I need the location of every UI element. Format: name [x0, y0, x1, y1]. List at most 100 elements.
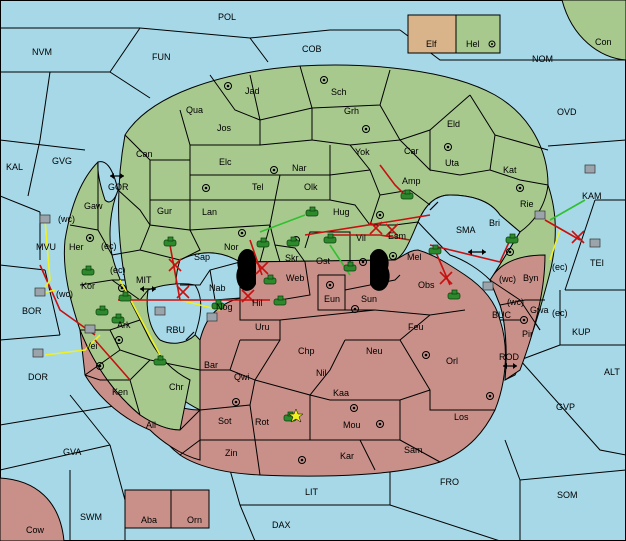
- sea-label-rbu: RBU: [166, 325, 185, 335]
- province-label-grh: Grh: [344, 106, 359, 116]
- province-label-esm: Esm: [388, 231, 406, 241]
- channel-arrow-icon: [140, 286, 144, 292]
- province-label-yok: Yok: [355, 147, 370, 157]
- sea-label-cob: COB: [302, 44, 322, 54]
- army-icon: [327, 233, 334, 239]
- army-icon: [267, 274, 274, 280]
- channel-arrow-icon: [503, 363, 507, 369]
- sea-label-swm: SWM: [80, 512, 102, 522]
- legend-elf-label: Elf: [426, 39, 437, 49]
- move-arrow: [544, 219, 581, 241]
- province-label-nab: Nab: [209, 283, 226, 293]
- supply-center-icon: [120, 286, 124, 290]
- province-label-eld: Eld: [447, 119, 460, 129]
- province-label-olk: Olk: [304, 182, 318, 192]
- landmass-east-red: [489, 254, 546, 382]
- sea-label-pol: POL: [218, 12, 236, 22]
- province-label-skr: Skr: [285, 253, 299, 263]
- fleet-icon[interactable]: [206, 312, 218, 322]
- province-label-kaa: Kaa: [333, 388, 349, 398]
- province-aba[interactable]: [124, 489, 172, 529]
- dislodged-mark: [385, 223, 399, 237]
- province-label-aba: Aba: [141, 515, 157, 525]
- army-icon: [260, 237, 267, 243]
- fleet-icon[interactable]: [534, 210, 546, 220]
- province-label-nil: Nil: [316, 368, 327, 378]
- province-label-neu: Neu: [366, 346, 383, 356]
- coast-label-ec_kor: (ec): [110, 265, 126, 275]
- supply-center-icon: [234, 400, 238, 404]
- sea-label-gva: GVA: [63, 447, 81, 457]
- army-icon: [404, 189, 411, 195]
- province-label-can: Can: [136, 149, 153, 159]
- supply-center-icon: [424, 353, 428, 357]
- army-icon: [122, 291, 129, 297]
- sea-label-gor: GOR: [108, 182, 129, 192]
- province-label-ark: Ark: [117, 320, 131, 330]
- supply-center-icon: [202, 184, 210, 192]
- sea-label-gvp: GVP: [556, 402, 575, 412]
- province-label-gaw: Gaw: [84, 201, 103, 211]
- supply-center-icon: [115, 336, 123, 344]
- province-orn[interactable]: [170, 489, 210, 529]
- province-label-her: Her: [69, 242, 84, 252]
- supply-center-icon: [488, 40, 496, 48]
- province-label-chp: Chp: [298, 346, 315, 356]
- coast-label-wc_gwa: (wc): [507, 297, 524, 307]
- sea-label-bor: BOR: [22, 306, 42, 316]
- legend: Elf Hel: [407, 14, 501, 54]
- sea-label-tei: TEI: [590, 258, 604, 268]
- army-icon: [85, 265, 92, 271]
- province-label-sch: Sch: [331, 87, 347, 97]
- army-icon: [347, 261, 354, 267]
- province-label-jad: Jad: [245, 86, 260, 96]
- supply-center-icon: [522, 318, 526, 322]
- province-label-feu: Feu: [408, 322, 424, 332]
- province-label-mel: Mel: [407, 252, 422, 262]
- fleet-icon[interactable]: [584, 164, 596, 174]
- province-label-sun: Sun: [361, 294, 377, 304]
- province-label-ail: Ail: [146, 420, 156, 430]
- sea-label-ovd: OVD: [557, 107, 577, 117]
- province-label-sot: Sot: [218, 416, 232, 426]
- fleet-icon[interactable]: [589, 238, 601, 248]
- province-label-bar: Bar: [204, 360, 218, 370]
- supply-center-icon: [359, 258, 367, 266]
- sea-label-mvu: MVU: [36, 242, 56, 252]
- province-label-hug: Hug: [333, 207, 350, 217]
- supply-center-icon: [391, 254, 395, 258]
- units: [32, 164, 601, 423]
- sea-label-dax: DAX: [272, 520, 291, 530]
- fleet-icon[interactable]: [154, 306, 166, 316]
- supply-center-icon: [96, 362, 104, 370]
- supply-center-icon: [486, 392, 494, 400]
- province-label-hil: Hil: [252, 298, 263, 308]
- province-label-car: Car: [404, 146, 419, 156]
- dislodged-mark: [571, 230, 585, 244]
- army-icon: [115, 313, 122, 319]
- supply-center-icon: [488, 394, 492, 398]
- sea-label-alt: ALT: [604, 367, 620, 377]
- supply-center-icon: [300, 458, 304, 462]
- province-label-nar: Nar: [292, 163, 307, 173]
- fleet-icon[interactable]: [84, 324, 96, 334]
- supply-center-icon: [491, 43, 493, 45]
- move-arrow: [94, 339, 131, 381]
- army-icon: [309, 206, 316, 212]
- fleet-icon[interactable]: [39, 214, 51, 224]
- province-label-kar: Kar: [340, 451, 354, 461]
- channel-arrow-icon: [120, 173, 124, 179]
- sea-label-sma: SMA: [456, 225, 476, 235]
- sea-label-nvm: NVM: [32, 47, 52, 57]
- province-label-zin: Zin: [225, 448, 238, 458]
- province-label-lan: Lan: [202, 207, 217, 217]
- supply-center-icon: [298, 456, 306, 464]
- fleet-icon[interactable]: [32, 348, 44, 358]
- fleet-icon[interactable]: [34, 287, 46, 297]
- supply-center-icon: [446, 145, 450, 149]
- fleet-icon[interactable]: [482, 281, 494, 291]
- supply-center-icon: [351, 305, 359, 313]
- channel-arrow-icon: [468, 249, 472, 255]
- supply-center-icon: [506, 248, 514, 256]
- army-icon: [290, 236, 297, 242]
